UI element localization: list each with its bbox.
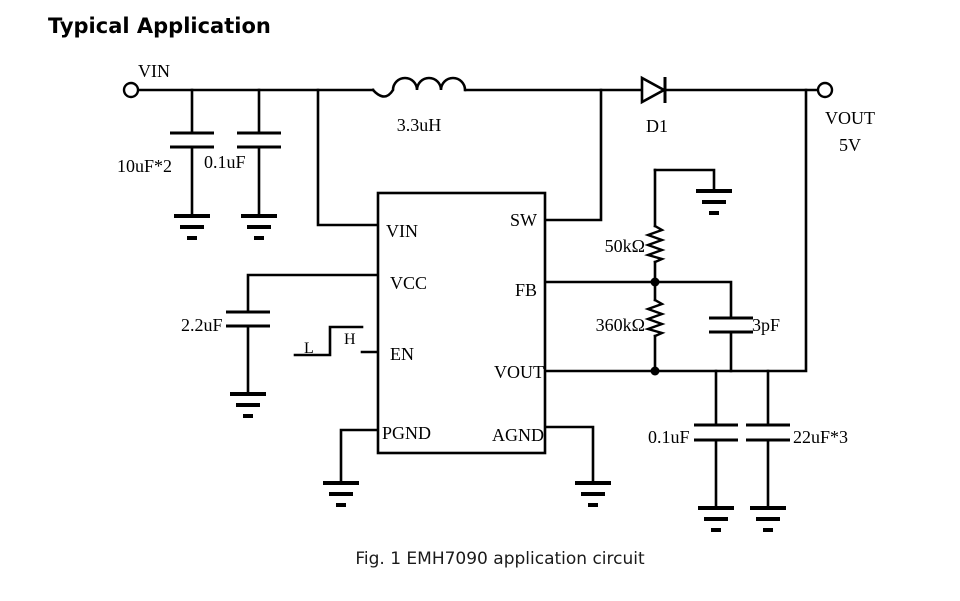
enable-low-label: L bbox=[304, 340, 314, 357]
ground-symbol bbox=[750, 506, 786, 532]
inductor-label: 3.3uH bbox=[397, 115, 442, 135]
capacitor-symbol bbox=[226, 310, 270, 328]
diode-symbol bbox=[640, 75, 667, 105]
r-bottom-label: 360kΩ bbox=[596, 315, 645, 335]
page-title: Typical Application bbox=[48, 14, 271, 38]
ground-symbol bbox=[174, 214, 210, 240]
capacitor-symbol bbox=[694, 423, 738, 442]
vin-net-label: VIN bbox=[138, 61, 170, 81]
ic-pin-label-agnd: AGND bbox=[492, 425, 544, 445]
capacitor-symbol bbox=[746, 423, 790, 442]
cin-bulk-label: 10uF*2 bbox=[117, 156, 172, 176]
ic-pin-label-vout: VOUT bbox=[494, 362, 544, 382]
vout-terminal bbox=[816, 81, 834, 99]
ic-pin-label-fb: FB bbox=[515, 280, 537, 300]
ic-pin-label-pgnd: PGND bbox=[382, 423, 431, 443]
resistor-symbol bbox=[644, 224, 666, 264]
junction-dot bbox=[650, 366, 660, 376]
capacitor-symbol bbox=[237, 131, 281, 149]
diode-label: D1 bbox=[646, 116, 668, 136]
cvcc-label: 2.2uF bbox=[181, 315, 223, 335]
capacitor-symbol bbox=[709, 316, 753, 334]
cin-hf-label: 0.1uF bbox=[204, 152, 246, 172]
junction-dot bbox=[650, 277, 660, 287]
wires bbox=[137, 88, 820, 509]
ic-body bbox=[376, 191, 547, 455]
capacitor-symbol bbox=[170, 131, 214, 149]
ground-symbol bbox=[696, 189, 732, 215]
resistor-symbol bbox=[644, 298, 666, 338]
vin-terminal bbox=[122, 81, 140, 99]
ground-symbol bbox=[323, 481, 359, 507]
ic-pin-label-en: EN bbox=[390, 344, 414, 364]
figure-caption: Fig. 1 EMH7090 application circuit bbox=[355, 549, 645, 569]
ic-pin-label-vcc: VCC bbox=[390, 273, 427, 293]
r-top-label: 50kΩ bbox=[605, 236, 645, 256]
cout-hf-label: 0.1uF bbox=[648, 427, 690, 447]
c-ff-label: 3pF bbox=[752, 315, 780, 335]
ground-symbol bbox=[575, 481, 611, 507]
cout-bulk-label: 22uF*3 bbox=[793, 427, 848, 447]
inductor-symbol bbox=[371, 76, 467, 98]
ic-pin-label-sw: SW bbox=[510, 210, 537, 230]
ground-symbol bbox=[241, 214, 277, 240]
vout-voltage-label: 5V bbox=[839, 135, 861, 155]
enable-high-label: H bbox=[344, 331, 356, 348]
ground-symbol bbox=[230, 392, 266, 418]
ic-pin-label-vin: VIN bbox=[386, 221, 418, 241]
vout-net-label: VOUT bbox=[825, 108, 875, 128]
ground-symbol bbox=[698, 506, 734, 532]
